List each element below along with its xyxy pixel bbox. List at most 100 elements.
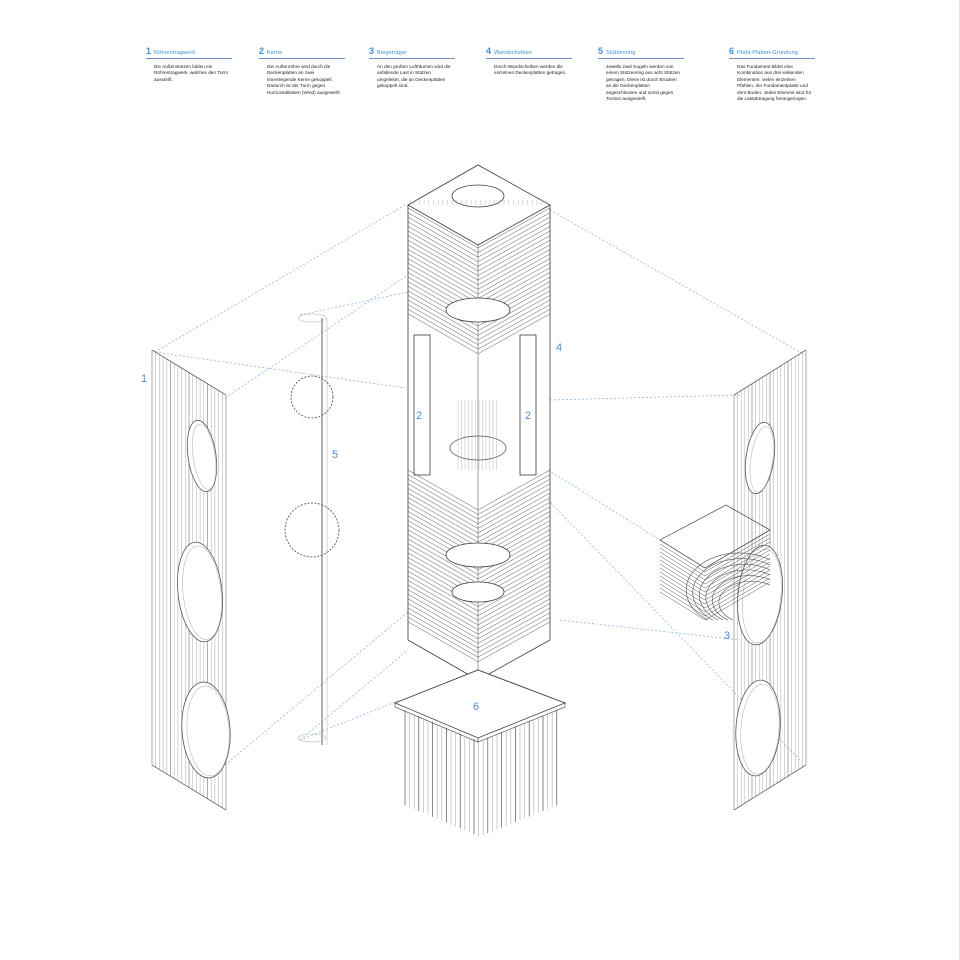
legend-text: Durch Wandscheiben werden die einzelnen … xyxy=(494,64,567,76)
floor-slab xyxy=(407,488,551,529)
legend-text: An den großen Lufträumen wird die anfall… xyxy=(377,64,451,89)
callout-4: 4 xyxy=(556,342,562,354)
beam-layer xyxy=(659,577,771,617)
beam-layer xyxy=(659,561,771,601)
legend-number: 1 xyxy=(146,46,152,56)
beam-top xyxy=(659,504,771,569)
floor-slab xyxy=(407,598,551,640)
oval-opening xyxy=(735,679,781,777)
leader-line xyxy=(547,469,661,541)
legend-title: Kerne xyxy=(267,50,283,56)
floor-slab xyxy=(407,589,551,630)
beam-arc xyxy=(692,558,771,621)
beam-layer xyxy=(659,573,771,613)
lower-opening xyxy=(451,581,505,603)
sphere-upper xyxy=(290,375,334,419)
beam-layer xyxy=(659,553,771,593)
legend-number: 4 xyxy=(486,46,492,56)
floor-slab xyxy=(407,616,551,658)
floor-slab xyxy=(407,621,551,663)
floor-slab xyxy=(407,612,551,653)
tube-structure-right-panel xyxy=(733,349,807,811)
legend-text: Jeweils zwei Kugeln werden von einem Stü… xyxy=(606,64,681,102)
panel-top-edge xyxy=(151,349,227,396)
legend-item-4: 4 Wandscheiben Durch Wandscheiben werden… xyxy=(486,46,578,77)
floor-slab xyxy=(407,501,551,543)
floor-slab xyxy=(407,607,551,649)
beam-arc xyxy=(712,575,771,621)
oval-opening xyxy=(177,541,223,643)
floor-slab xyxy=(407,584,551,626)
legend-title: Biegeträger xyxy=(377,50,408,56)
legend-header: 2 Kerne xyxy=(259,46,345,59)
legend-header: 4 Wandscheiben xyxy=(486,46,572,59)
core-right xyxy=(519,334,537,476)
floor-slab xyxy=(407,244,551,286)
legend-number: 2 xyxy=(259,46,265,56)
column-ring-spheres xyxy=(284,313,340,745)
tower-assembly xyxy=(407,164,551,681)
legend-number: 6 xyxy=(729,46,735,56)
inner-ring xyxy=(449,435,507,461)
oval-opening-inner xyxy=(749,426,774,493)
floor-slab xyxy=(407,534,551,575)
floor-slab xyxy=(407,506,551,548)
legend-title: Wandscheiben xyxy=(494,50,533,56)
floor-slab xyxy=(407,529,551,571)
legend-text: Die Außenröhre wird durch die Deckenplat… xyxy=(267,64,341,95)
beam-layer xyxy=(659,533,771,573)
legend-number: 5 xyxy=(598,46,604,56)
beam-layer xyxy=(659,537,771,577)
atrium-opening xyxy=(445,297,511,323)
floor-slab xyxy=(407,538,551,580)
oval-opening-inner xyxy=(191,423,217,490)
oval-opening-inner xyxy=(182,545,222,640)
panel-top-edge xyxy=(733,349,807,396)
floor-slab xyxy=(407,575,551,617)
oval-opening xyxy=(186,419,218,493)
legend-number: 3 xyxy=(369,46,375,56)
beam-layer xyxy=(659,569,771,609)
callout-5: 5 xyxy=(332,449,338,461)
beam-arc xyxy=(705,569,771,621)
floor-slab xyxy=(407,566,551,607)
leader-line xyxy=(549,209,806,356)
beam-layer xyxy=(659,581,771,621)
legend-item-1: 1 Röhrentragwerk Die Außenstützen bilden… xyxy=(146,46,238,83)
callout-6: 6 xyxy=(473,701,479,713)
floor-slab xyxy=(407,570,551,612)
foundation-slab-side xyxy=(477,702,566,743)
leader-line xyxy=(299,291,409,316)
beam-layer xyxy=(659,565,771,605)
leader-line xyxy=(549,394,741,401)
floor-slab xyxy=(407,603,551,644)
floor-slab xyxy=(407,239,551,281)
beam-layer xyxy=(659,549,771,589)
floor-slab xyxy=(407,253,551,295)
floor-slab xyxy=(407,593,551,635)
floor-slab xyxy=(407,580,551,621)
legend-header: 3 Biegeträger xyxy=(369,46,455,59)
legend-header: 6 Pfahl-Platten-Gründung xyxy=(729,46,815,59)
panel-bottom-edge xyxy=(733,764,807,811)
oval-opening xyxy=(744,421,776,495)
beam-arc xyxy=(699,563,771,621)
beam-layer xyxy=(659,557,771,597)
bending-beam-block xyxy=(659,504,771,621)
floor-slab xyxy=(407,469,551,511)
floor-slab xyxy=(407,492,551,534)
core-left xyxy=(413,334,431,476)
leader-line xyxy=(299,699,401,741)
floor-slab xyxy=(407,249,551,290)
sphere-lower xyxy=(284,502,340,558)
legend-title: Röhrentragwerk xyxy=(154,50,196,56)
pile-raft-foundation xyxy=(393,669,567,837)
callout-2-left: 2 xyxy=(416,410,422,422)
leader-line xyxy=(299,649,409,741)
callout-3: 3 xyxy=(724,630,730,642)
legend-title: Pfahl-Platten-Gründung xyxy=(737,50,798,56)
floor-slab xyxy=(407,262,551,304)
legend-header: 1 Röhrentragwerk xyxy=(146,46,232,59)
ring-top xyxy=(297,313,327,323)
